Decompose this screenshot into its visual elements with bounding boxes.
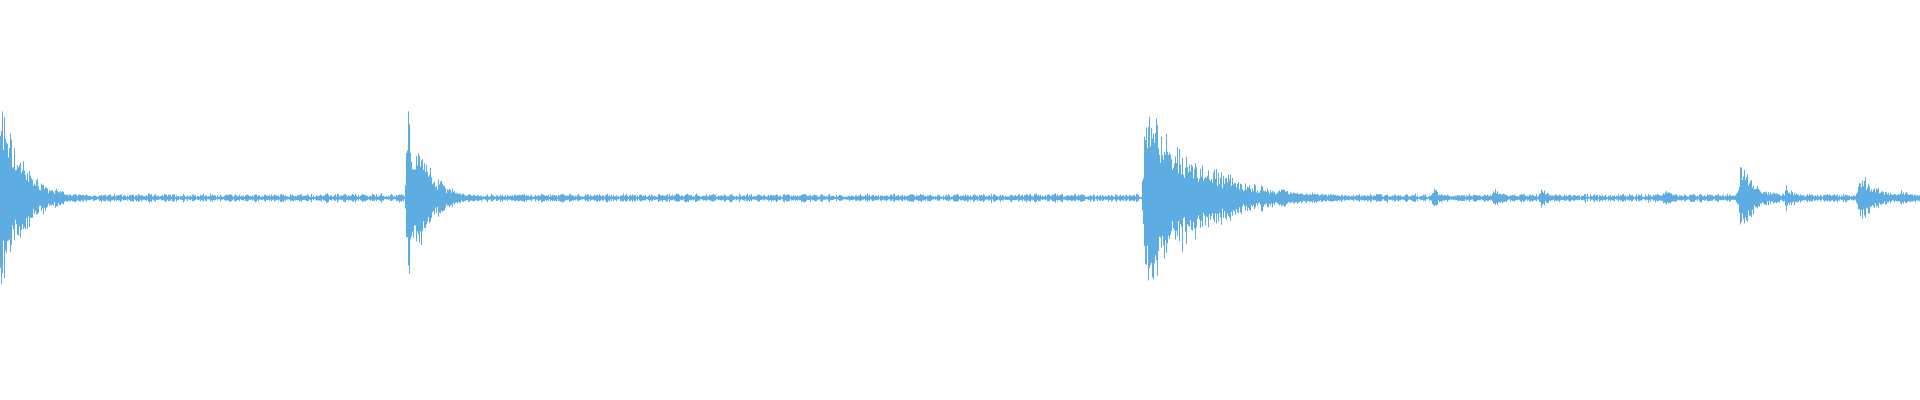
- waveform-path: [0, 111, 1920, 284]
- waveform-samples: [0, 111, 1920, 284]
